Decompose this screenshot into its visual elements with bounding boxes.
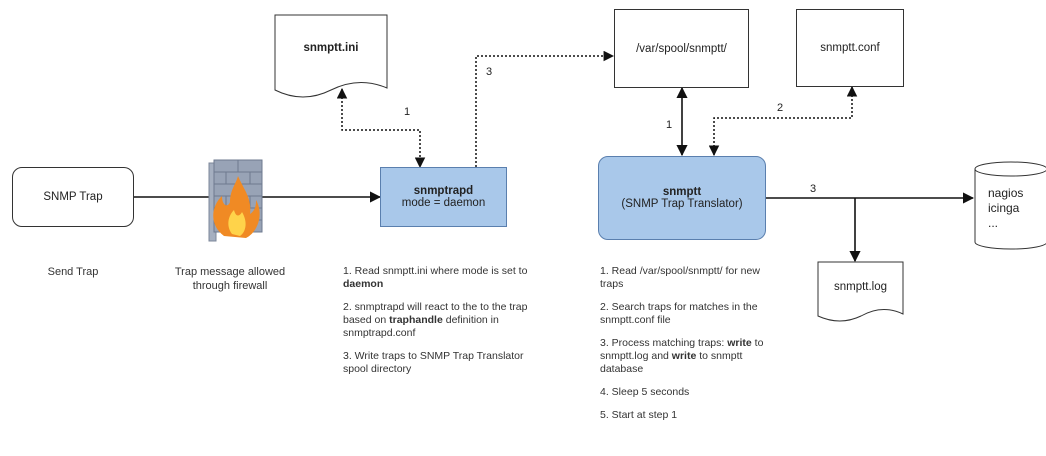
send-trap-caption: Send Trap	[47, 266, 99, 278]
spool-directory-node: /var/spool/snmptt/	[614, 9, 749, 88]
database-line-nagios: nagios	[988, 186, 1024, 200]
firewall-caption: Trap message allowed through firewall	[155, 265, 305, 293]
firewall-caption-line2: through firewall	[192, 280, 268, 292]
note-text: 3. Process matching traps:	[600, 337, 728, 349]
snmptt-note-5: 5. Start at step 1	[600, 409, 678, 421]
snmptt-conf-node: snmptt.conf	[796, 9, 904, 87]
snmptrapd-notes: 1. Read snmptt.ini where mode is set to …	[343, 265, 543, 386]
snmptt-note-2: 2. Search traps for matches in the snmpt…	[600, 301, 758, 326]
note-text: 2. snmptrapd will react to the to the tr…	[343, 301, 528, 326]
edge-label-snmptt-db: 3	[810, 183, 817, 195]
database-line-icinga: icinga	[988, 201, 1020, 215]
snmp-trap-node: SNMP Trap	[12, 167, 134, 227]
database-cylinder	[974, 161, 1046, 250]
snmptt-ini-label: snmptt.ini	[303, 42, 359, 54]
note-text: to snmptt database	[600, 350, 743, 375]
firewall-caption-line1: Trap message allowed	[174, 266, 286, 278]
snmptt-conf-label: snmptt.conf	[820, 42, 880, 54]
spool-directory-label: /var/spool/snmptt/	[636, 42, 727, 55]
firewall-icon	[208, 159, 263, 242]
snmptt-ini-shape	[274, 14, 388, 98]
snmp-trap-label: SNMP Trap	[43, 191, 103, 203]
edge-label-spool-snmptt: 1	[666, 119, 673, 131]
snmptrapd-title: snmptrapd	[413, 185, 474, 197]
edge-label-conf-snmptt: 2	[777, 102, 784, 114]
snmptrapd-note-3: 3. Write traps to SNMP Trap Translator s…	[343, 350, 524, 375]
database-line-more: ...	[988, 216, 999, 230]
snmptt-log-label: snmptt.log	[833, 281, 888, 293]
snmptt-note-1: 1. Read /var/spool/snmptt/ for new traps	[600, 265, 760, 290]
snmptrapd-note-1: 1. Read snmptt.ini where mode is set to …	[343, 265, 543, 291]
snmptt-subtitle: (SNMP Trap Translator)	[621, 198, 743, 210]
trapd-spool-dotted-link	[475, 50, 615, 167]
edge-label-ini-trapd: 1	[404, 106, 411, 118]
conf-snmptt-dotted-link	[708, 85, 858, 157]
note-text: definition in snmptrapd.conf	[343, 314, 499, 339]
ini-trapd-dotted-link	[336, 87, 426, 169]
database-labels: nagios icinga ...	[988, 186, 1023, 231]
note-bold: write	[727, 337, 752, 349]
snmptt-node: snmptt (SNMP Trap Translator)	[598, 156, 766, 240]
note-bold: write	[671, 350, 697, 362]
snmptt-notes: 1. Read /var/spool/snmptt/ for new traps…	[600, 265, 778, 432]
snmptrapd-note-2: 2. snmptrapd will react to the to the tr…	[343, 301, 543, 340]
snmptt-note-4: 4. Sleep 5 seconds	[600, 386, 690, 398]
edge-label-trapd-spool: 3	[486, 66, 493, 78]
snmptrapd-node: snmptrapd mode = daemon	[380, 167, 507, 227]
snmptt-note-3: 3. Process matching traps: write to snmp…	[600, 337, 778, 376]
note-bold: daemon	[343, 278, 384, 290]
note-bold: traphandle	[389, 314, 443, 326]
snmptt-log-shape	[817, 261, 904, 322]
snmptt-title: snmptt	[662, 186, 702, 198]
snmptrapd-mode: mode = daemon	[401, 197, 486, 209]
note-text: 1. Read snmptt.ini where mode is set to	[343, 265, 528, 277]
note-text: to snmptt.log and	[600, 337, 764, 362]
